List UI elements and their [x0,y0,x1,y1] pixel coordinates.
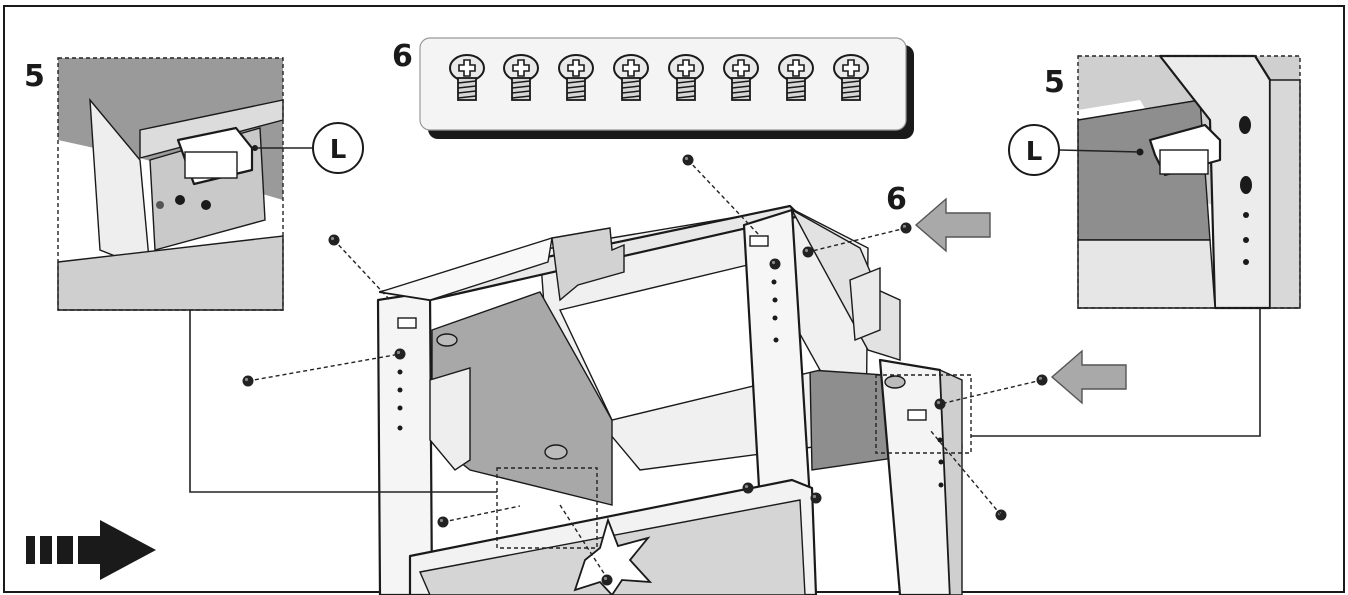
impact-burst [573,517,653,595]
screw-count-label: 6 [392,39,413,74]
callout-circle-right [1008,124,1060,176]
leader-line-right [971,308,1261,437]
focus-box-right [875,374,972,454]
step-number-right: 5 [1044,65,1065,100]
leader-line-left [189,310,497,493]
step-number-left: 5 [24,59,45,94]
detail-inset-left [57,57,284,311]
striped-arrow-icon [26,520,156,580]
callout-circle-left [312,122,364,174]
callout-label-right: L [1026,137,1043,167]
focus-box-left [496,467,598,549]
loose-screws [242,154,1048,576]
cabinet-frame [376,204,963,595]
callout-label-left: L [330,135,347,165]
screw-tray [419,37,914,139]
side-screw-count-label: 6 [886,182,907,217]
detail-inset-right [1077,54,1301,310]
